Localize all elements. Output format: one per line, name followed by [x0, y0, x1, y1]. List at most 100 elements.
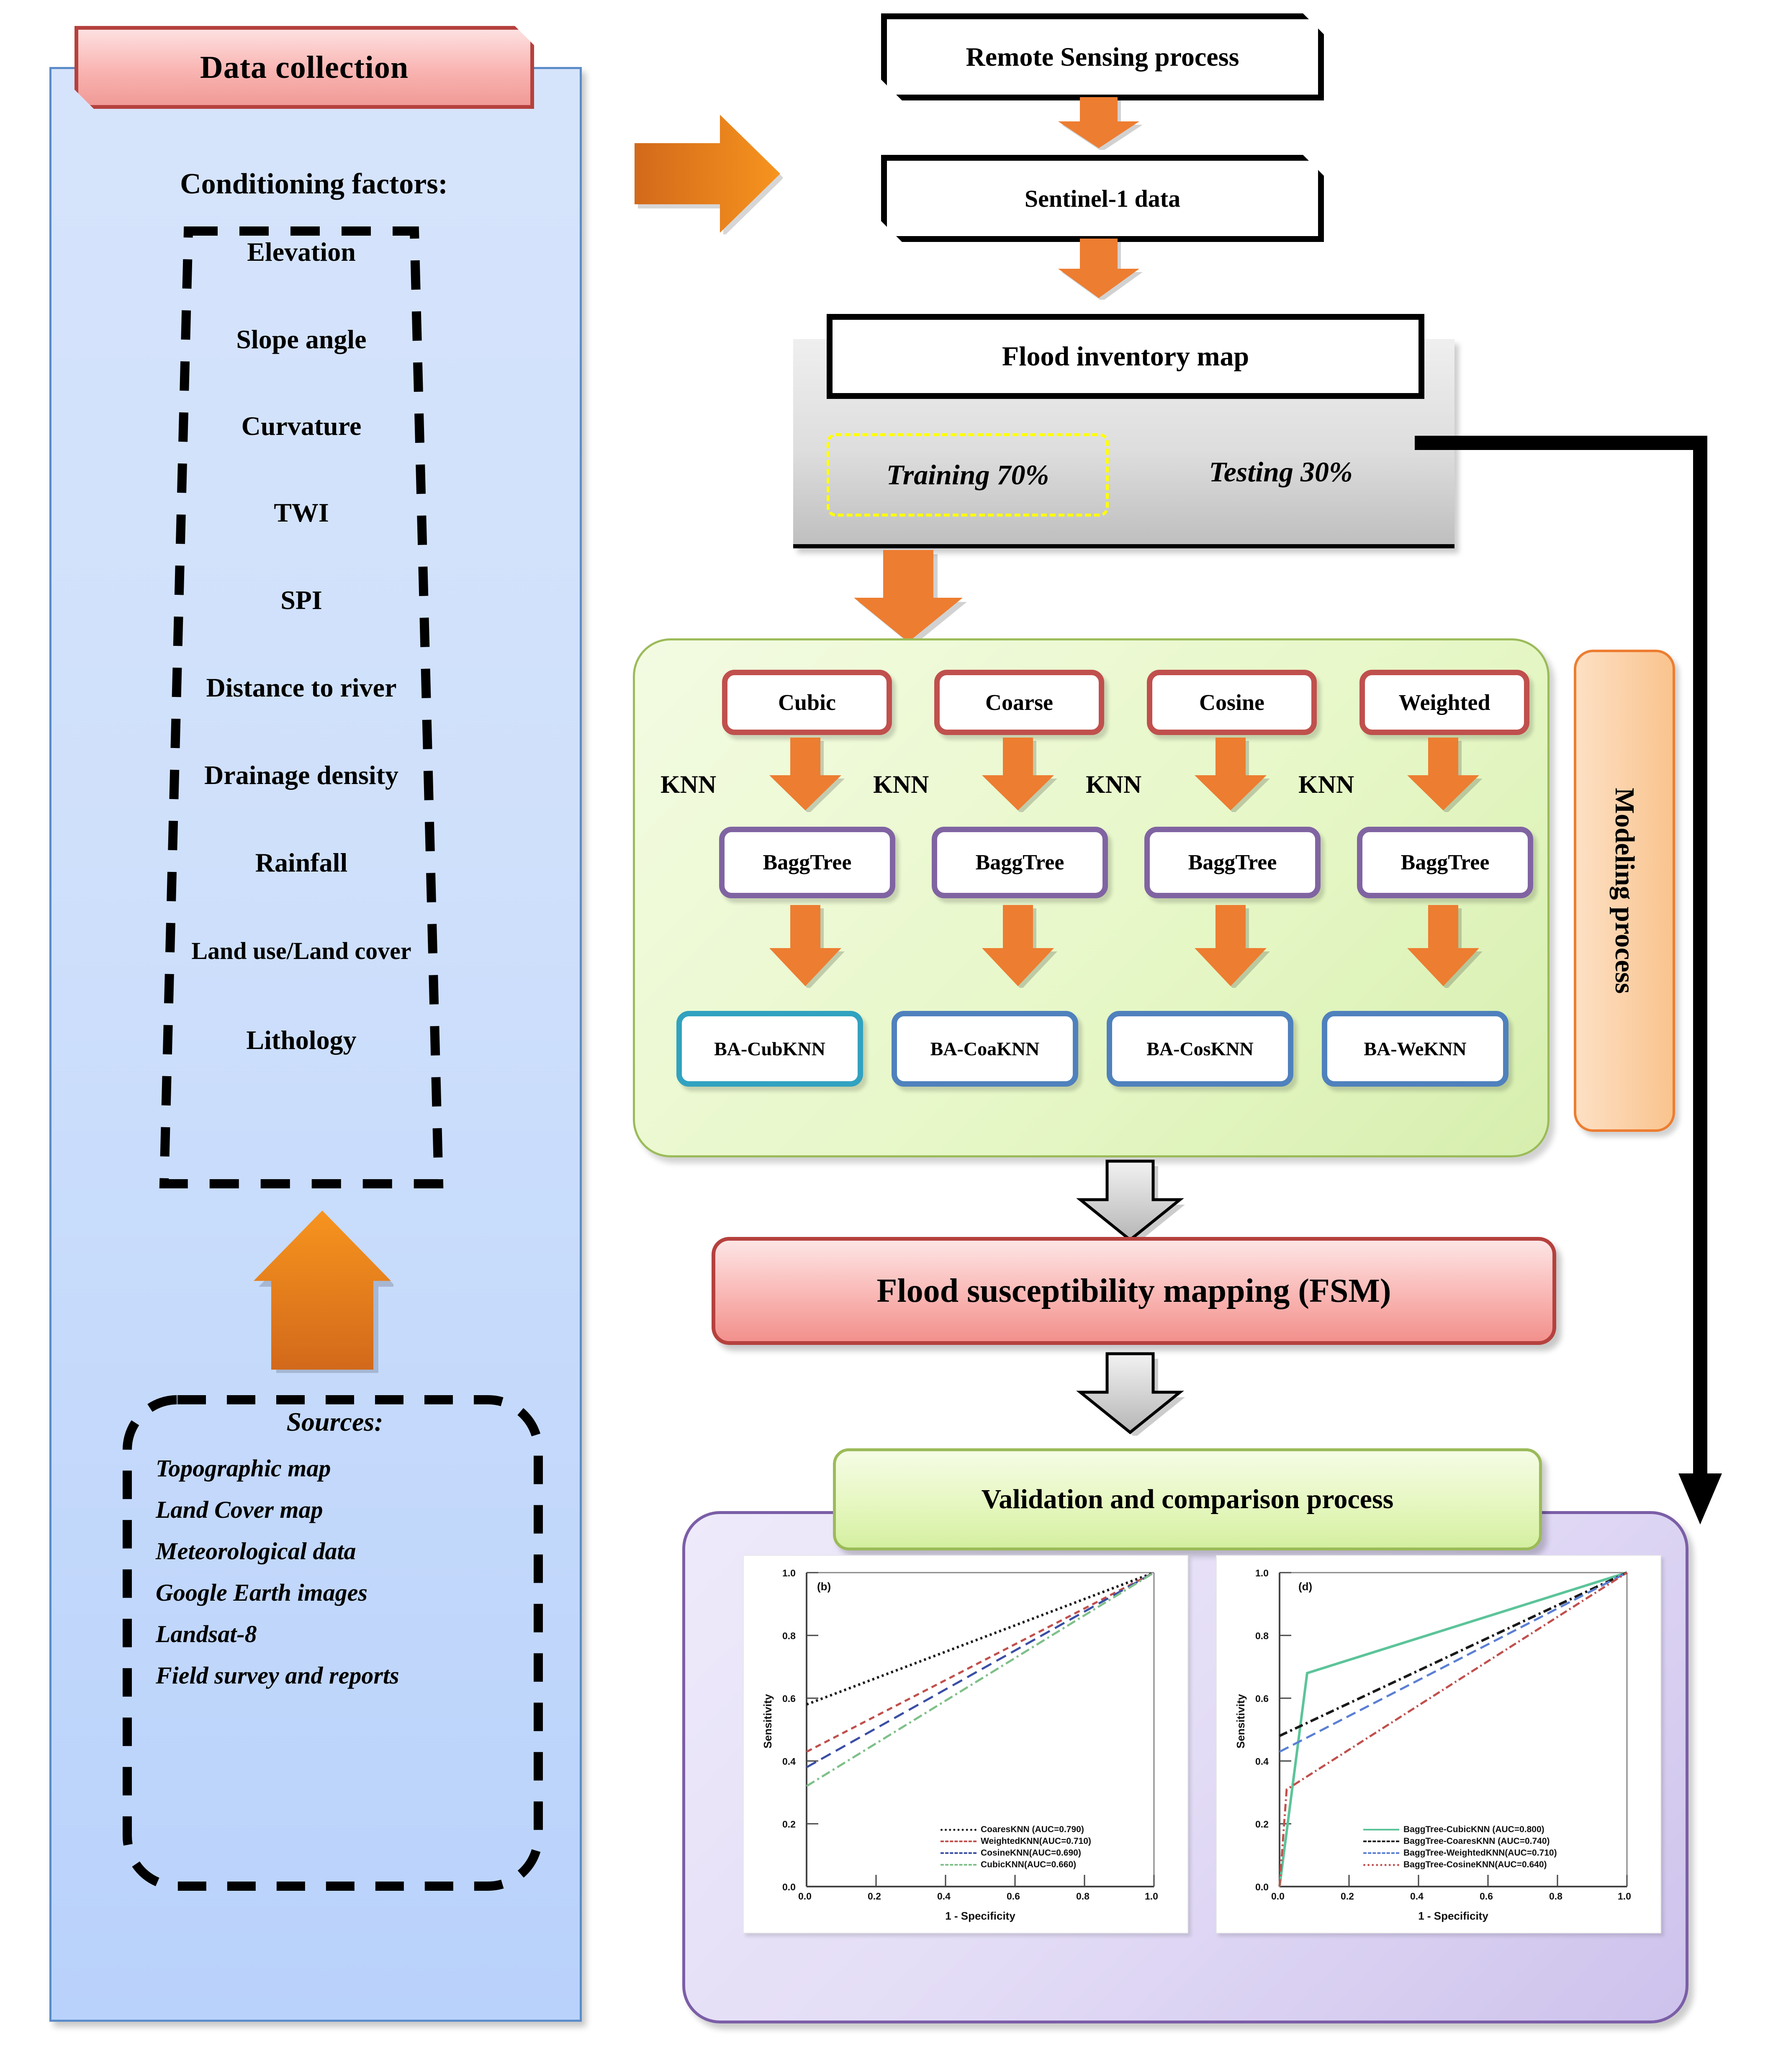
flood-inventory-label: Flood inventory map [1002, 341, 1249, 372]
legend-item: BaggTree-CubicKNN (AUC=0.800) [1363, 1824, 1557, 1835]
remote-sensing-box: Remote Sensing process [881, 13, 1324, 100]
legend-item: WeightedKNN(AUC=0.710) [941, 1835, 1091, 1847]
legend-swatch [941, 1828, 977, 1831]
legend-label: BaggTree-CosineKNN(AUC=0.640) [1403, 1860, 1547, 1869]
roc-chart-b-svg [806, 1571, 1155, 1887]
legend-swatch [1363, 1829, 1399, 1830]
down-arrow-icon [1407, 905, 1483, 988]
down-arrow-icon [1195, 738, 1270, 812]
knn-label: KNN [873, 771, 929, 798]
legend-item: CoaresKNN (AUC=0.790) [941, 1824, 1091, 1835]
factor-item: Rainfall [255, 848, 348, 877]
output-label: BA-CosKNN [1146, 1038, 1254, 1059]
baggtree-box-2[interactable]: BaggTree [932, 827, 1108, 898]
output-box-ba-cosknn[interactable]: BA-CosKNN [1107, 1011, 1293, 1087]
legend-label: BaggTree-CoaresKNN (AUC=0.740) [1403, 1836, 1550, 1846]
down-arrow-icon [1076, 1352, 1185, 1436]
validation-label: Validation and comparison process [981, 1484, 1394, 1514]
factor-item: Distance to river [206, 673, 397, 702]
source-item: Google Earth images [156, 1579, 367, 1606]
x-tick-label: 0.6 [1480, 1891, 1493, 1902]
x-tick-label: 0.4 [937, 1891, 951, 1902]
y-tick-label: 0.4 [1255, 1756, 1269, 1767]
classifier-label: Cubic [778, 690, 836, 715]
output-box-ba-weknn[interactable]: BA-WeKNN [1322, 1011, 1508, 1087]
down-arrow-icon [982, 738, 1057, 812]
x-tick-label: 0.2 [1341, 1891, 1354, 1902]
data-collection-panel [49, 67, 582, 2022]
classifier-box-cosine[interactable]: Cosine [1147, 670, 1317, 735]
classifier-box-coarse[interactable]: Coarse [934, 670, 1104, 735]
output-box-ba-cubknn[interactable]: BA-CubKNN [676, 1011, 863, 1087]
x-tick-label: 0.6 [1007, 1891, 1020, 1902]
roc-chart-d: (d) Sensitivity 1 - Specificity 0.0 0.2 … [1216, 1555, 1661, 1933]
training-split-chip: Training 70% [827, 433, 1109, 517]
factor-item: Lithology [246, 1025, 357, 1055]
legend-item: CosineKNN(AUC=0.690) [941, 1847, 1091, 1859]
data-collection-banner: Data collection [75, 26, 534, 109]
factor-item: Slope angle [236, 324, 367, 354]
output-box-ba-coaknn[interactable]: BA-CoaKNN [892, 1011, 1078, 1087]
baggtree-label: BaggTree [763, 851, 852, 874]
down-arrow-icon [1195, 905, 1270, 988]
conditioning-factors-list: Elevation Slope angle Curvature TWI SPI … [117, 234, 486, 1054]
legend-label: CoaresKNN (AUC=0.790) [981, 1825, 1084, 1834]
conditioning-factors-heading: Conditioning factors: [180, 168, 448, 200]
baggtree-box-3[interactable]: BaggTree [1144, 827, 1321, 898]
classifier-box-cubic[interactable]: Cubic [722, 670, 892, 735]
output-label: BA-CoaKNN [930, 1038, 1040, 1059]
legend-swatch [1363, 1852, 1399, 1854]
knn-label: KNN [1298, 771, 1354, 798]
legend-item: BaggTree-WeightedKNN(AUC=0.710) [1363, 1847, 1557, 1859]
y-tick-label: 0.6 [1255, 1693, 1269, 1704]
baggtree-label: BaggTree [1188, 851, 1277, 874]
y-tick-label: 0.0 [1255, 1882, 1269, 1892]
down-arrow-icon [769, 738, 845, 812]
down-arrow-icon [769, 905, 845, 988]
roc-chart-d-svg [1278, 1571, 1628, 1887]
x-axis-title-b: 1 - Specificity [945, 1910, 1015, 1922]
sentinel-1-label: Sentinel-1 data [1024, 185, 1181, 212]
x-axis-title-d: 1 - Specificity [1418, 1910, 1488, 1922]
output-label: BA-CubKNN [714, 1038, 825, 1059]
down-arrow-icon [982, 905, 1057, 988]
factor-item: Land use/Land cover [191, 937, 411, 964]
baggtree-label: BaggTree [1401, 851, 1490, 874]
source-item: Field survey and reports [156, 1662, 399, 1689]
factors-dashed-outline [159, 226, 444, 1188]
factor-item: SPI [280, 585, 322, 615]
x-tick-label: 0.4 [1410, 1891, 1424, 1902]
training-label: Training 70% [886, 459, 1049, 491]
down-arrow-icon [1058, 239, 1143, 300]
source-item: Land Cover map [156, 1496, 323, 1523]
y-tick-label: 0.4 [782, 1756, 796, 1767]
baggtree-box-4[interactable]: BaggTree [1357, 827, 1533, 898]
baggtree-box-1[interactable]: BaggTree [719, 827, 895, 898]
modeling-process-tab: Modeling process [1574, 650, 1675, 1132]
roc-chart-b: (b) Sensitivity 1 - Specificity 0.0 0.2 … [743, 1555, 1188, 1933]
classifier-box-weighted[interactable]: Weighted [1359, 670, 1529, 735]
flood-inventory-map-box: Flood inventory map [827, 314, 1424, 399]
factor-item: Curvature [241, 411, 362, 441]
testing-label: Testing 30% [1209, 456, 1353, 488]
legend-swatch [941, 1864, 977, 1866]
legend-label: BaggTree-CubicKNN (AUC=0.800) [1403, 1825, 1544, 1834]
x-tick-label: 1.0 [1145, 1891, 1158, 1902]
output-label: BA-WeKNN [1364, 1038, 1467, 1059]
sources-dashed-outline [123, 1395, 543, 1891]
y-tick-label: 0.8 [782, 1630, 796, 1641]
y-tick-label: 0.2 [1255, 1819, 1269, 1830]
y-tick-label: 1.0 [1255, 1568, 1269, 1578]
fsm-box: Flood susceptibility mapping (FSM) [712, 1237, 1556, 1345]
y-tick-label: 0.8 [1255, 1630, 1269, 1641]
sentinel-1-data-box: Sentinel-1 data [881, 155, 1324, 242]
baggtree-label: BaggTree [975, 851, 1064, 874]
legend-swatch [1363, 1864, 1399, 1866]
sources-block: Sources: Topographic map Land Cover map … [126, 1406, 544, 1703]
down-arrow-icon [1058, 97, 1143, 150]
legend-swatch [1363, 1841, 1399, 1842]
y-tick-label: 0.0 [782, 1882, 796, 1892]
x-tick-label: 0.0 [1271, 1891, 1285, 1902]
legend-swatch [941, 1852, 977, 1854]
x-tick-label: 0.2 [868, 1891, 881, 1902]
